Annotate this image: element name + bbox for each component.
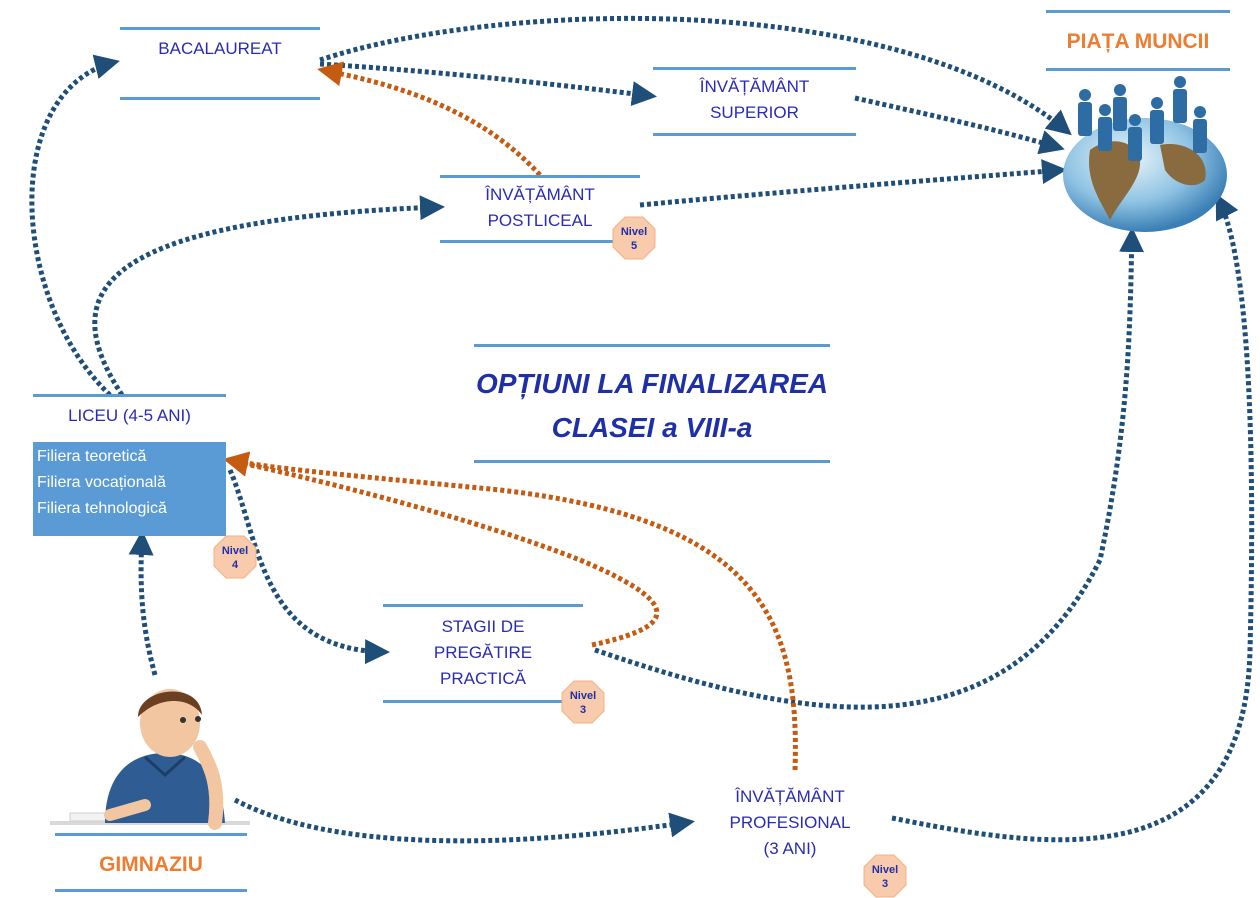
bacalaureat-bottom-line	[120, 97, 320, 100]
postliceal-line-2: POSTLICEAL	[487, 211, 593, 230]
thinking-boy-student-icon	[50, 689, 250, 830]
stagii-bottom-line	[383, 700, 563, 703]
nivel-5-badge: Nivel 5	[612, 216, 656, 260]
title-line-2: CLASEI a VIII-a	[551, 412, 753, 443]
nivel-3-profesional-word: Nivel	[871, 864, 899, 876]
superior-line-1: ÎNVĂȚĂMÂNT	[699, 77, 810, 96]
nivel-3-profesional-badge: Nivel 3	[863, 854, 907, 898]
arrow-postliceal-to-piata	[639, 159, 1067, 208]
arrow-stagii-to-liceu	[223, 452, 660, 648]
arrow-liceu-to-bacalaureat	[29, 54, 120, 397]
octagon-badge-icon	[561, 680, 605, 724]
stagii-label: STAGII DE PREGĂTIRE PRACTICĂ	[383, 614, 583, 692]
octagon-badge-icon	[863, 854, 907, 898]
liceu-top-line	[33, 394, 226, 397]
superior-line-2: SUPERIOR	[710, 103, 799, 122]
postliceal-top-line	[440, 175, 640, 178]
arrow-liceu-to-postliceal	[92, 195, 445, 397]
profesional-line-2: PROFESIONAL	[729, 813, 851, 832]
filiera-vocationala: Filiera vocațională	[37, 474, 166, 491]
arrow-liceu-to-stagii	[227, 469, 390, 665]
stagii-top-line	[383, 604, 583, 607]
nivel-4-word: Nivel	[221, 545, 249, 557]
nivel-3-stagii-number: 3	[579, 704, 587, 716]
piata-top-line	[1046, 10, 1230, 13]
gimnaziu-label: GIMNAZIU	[99, 853, 203, 876]
arrow-profesional-to-liceu	[223, 451, 798, 771]
stagii-line-1: STAGII DE	[441, 617, 525, 636]
profesional-line-1: ÎNVĂȚĂMÂNT	[735, 787, 845, 806]
globe-with-business-people-icon	[1063, 76, 1227, 232]
liceu-label: LICEU (4-5 ANI)	[68, 406, 191, 425]
octagon-badge-icon	[213, 535, 257, 579]
bacalaureat-top-line	[120, 27, 320, 30]
piata-muncii-label: PIAȚA MUNCII	[1066, 30, 1210, 53]
stagii-line-2: PREGĂTIRE	[433, 643, 533, 662]
title-top-line	[474, 344, 830, 347]
arrow-stagii-to-piata	[594, 227, 1145, 710]
invatamant-superior-label: ÎNVĂȚĂMÂNT SUPERIOR	[653, 74, 856, 126]
filiera-teoretica: Filiera teoretică	[37, 448, 147, 465]
piata-bottom-line	[1046, 68, 1230, 71]
invatamant-profesional-label: ÎNVĂȚĂMÂNT PROFESIONAL (3 ANI)	[690, 784, 890, 862]
title-bottom-line	[474, 460, 830, 463]
nivel-3-stagii-badge: Nivel 3	[561, 680, 605, 724]
arrow-bacalaureat-to-superior	[319, 61, 657, 107]
arrow-profesional-to-piata	[891, 193, 1255, 843]
octagon-badge-icon	[612, 216, 656, 260]
nivel-3-profesional-number: 3	[881, 878, 889, 890]
arrow-gimnaziu-to-profesional	[233, 797, 695, 844]
gimnaziu-top-line	[55, 833, 247, 836]
postliceal-bottom-line	[440, 240, 620, 243]
arrow-gimnaziu-to-liceu	[128, 530, 158, 676]
profesional-line-3: (3 ANI)	[763, 839, 817, 858]
superior-top-line	[653, 67, 856, 70]
diagram-title: OPȚIUNI LA FINALIZAREA CLASEI a VIII-a	[474, 362, 830, 450]
postliceal-line-1: ÎNVĂȚĂMÂNT	[485, 185, 595, 204]
filiere-box: Filiera teoretică Filiera vocațională Fi…	[33, 442, 226, 536]
arrow-postliceal-to-bacalaureat	[317, 61, 542, 177]
stagii-line-3: PRACTICĂ	[440, 669, 526, 688]
arrow-superior-to-piata	[854, 95, 1065, 155]
nivel-4-badge: Nivel 4	[213, 535, 257, 579]
gimnaziu-bottom-line	[55, 889, 247, 892]
nivel-5-number: 5	[630, 240, 638, 252]
nivel-3-stagii-word: Nivel	[569, 690, 597, 702]
filiera-tehnologica: Filiera tehnologică	[37, 500, 167, 517]
nivel-5-word: Nivel	[620, 226, 648, 238]
bacalaureat-label: BACALAUREAT	[158, 39, 282, 58]
arrow-bacalaureat-to-piata	[319, 15, 1072, 136]
superior-bottom-line	[653, 133, 856, 136]
title-line-1: OPȚIUNI LA FINALIZAREA	[475, 368, 829, 399]
invatamant-postliceal-label: ÎNVĂȚĂMÂNT POSTLICEAL	[440, 182, 640, 234]
nivel-4-number: 4	[231, 559, 239, 571]
